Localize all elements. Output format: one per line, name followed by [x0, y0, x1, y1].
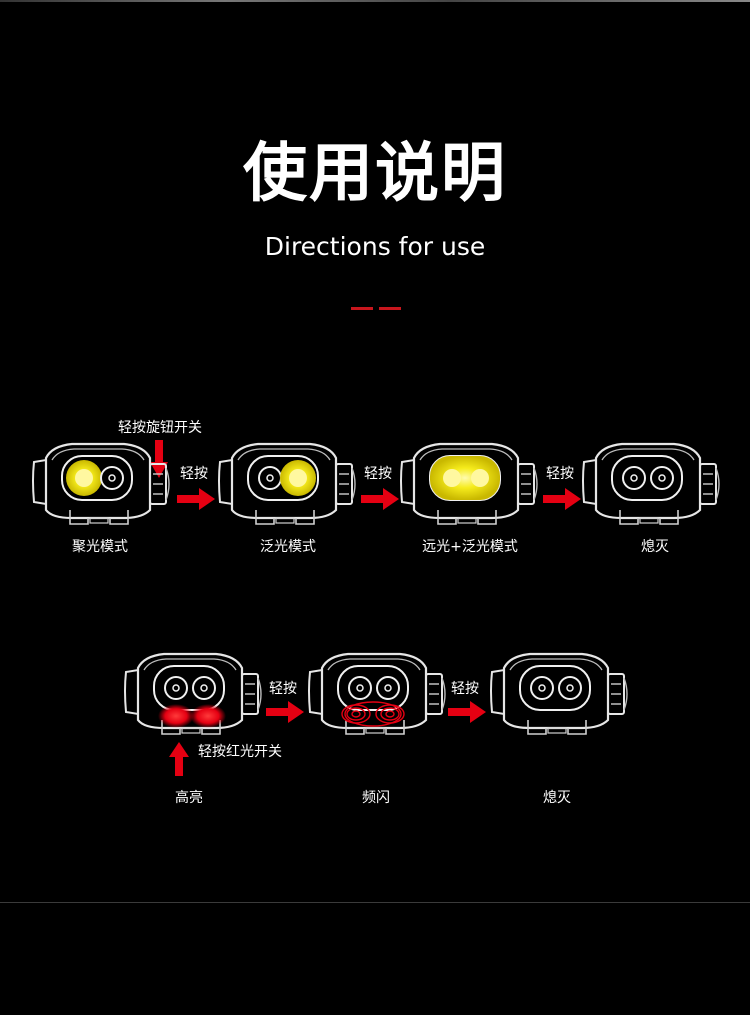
next-arrow-icon	[266, 701, 304, 723]
headlamp-off	[490, 650, 630, 740]
next-arrow-icon	[177, 488, 215, 510]
arrow-label: 轻按	[269, 681, 297, 697]
headlamp-spot-flood-mode	[400, 440, 540, 530]
press-down-arrow-icon	[150, 440, 168, 478]
red-switch-note: 轻按红光开关	[198, 744, 282, 760]
accent-dash	[379, 307, 401, 310]
accent-dash	[351, 307, 373, 310]
arrow-label: 轻按	[546, 466, 574, 482]
page-subtitle: Directions for use	[264, 232, 486, 261]
arrow-label: 轻按	[180, 466, 208, 482]
headlamp-spot-mode	[32, 440, 172, 530]
next-arrow-icon	[543, 488, 581, 510]
headlamp-flood-mode	[218, 440, 358, 530]
arrow-label: 轻按	[364, 466, 392, 482]
mode-caption: 泛光模式	[260, 539, 316, 555]
headlamp-off	[582, 440, 722, 530]
mode-caption: 熄灭	[543, 790, 571, 806]
next-arrow-icon	[361, 488, 399, 510]
top-border	[0, 0, 750, 2]
arrow-label: 轻按	[451, 681, 479, 697]
mode-caption: 频闪	[362, 790, 390, 806]
next-arrow-icon	[448, 701, 486, 723]
mode-caption: 聚光模式	[72, 539, 128, 555]
knob-switch-note: 轻按旋钮开关	[118, 420, 202, 436]
mode-caption: 熄灭	[641, 539, 669, 555]
bottom-divider	[0, 902, 750, 903]
headlamp-red-strobe	[308, 650, 448, 740]
headlamp-red-high	[124, 650, 264, 740]
page-title: 使用说明	[243, 137, 507, 211]
mode-caption: 高亮	[175, 790, 203, 806]
mode-caption: 远光+泛光模式	[422, 539, 518, 555]
press-up-arrow-icon	[169, 742, 189, 776]
